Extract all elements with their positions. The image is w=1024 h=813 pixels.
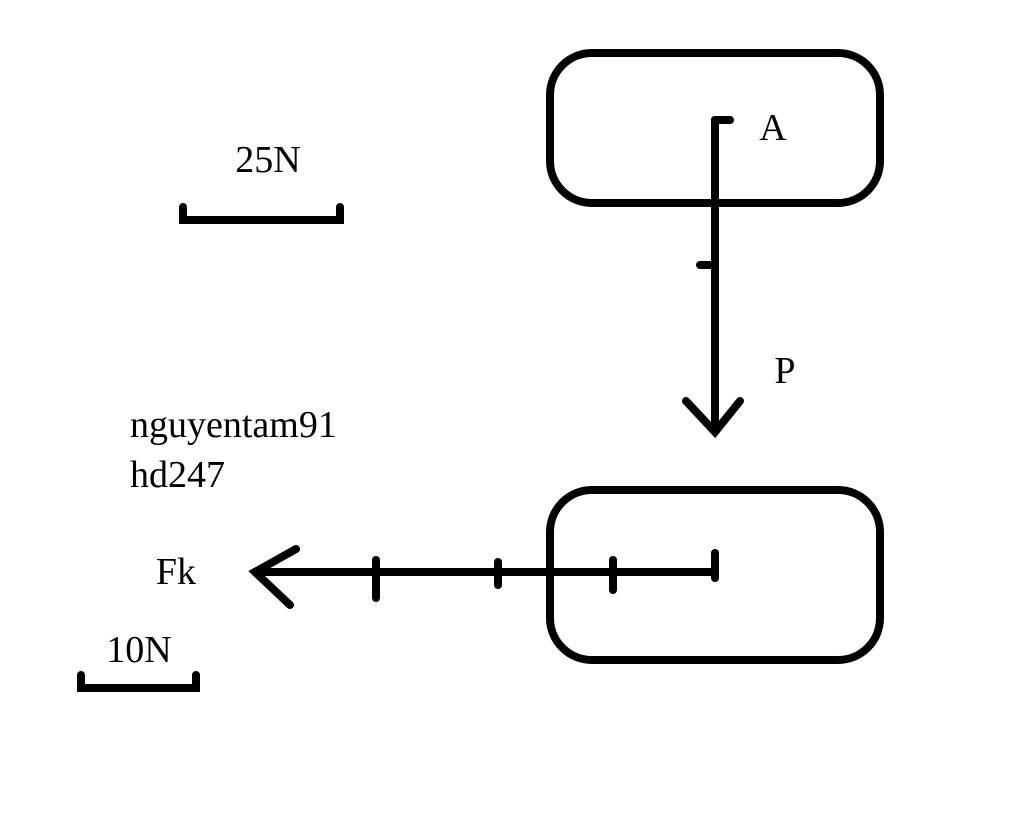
scale-label-10n: 10N xyxy=(106,629,171,671)
force-p-label: P xyxy=(774,350,795,392)
force-p-vector: P xyxy=(682,116,796,439)
scale-bar-10n-line xyxy=(77,671,200,692)
point-a-label: A xyxy=(759,107,787,149)
scale-bar-25n-line xyxy=(179,203,344,224)
scale-bar-25n: 25N xyxy=(179,139,344,224)
author-line-2: hd247 xyxy=(130,454,225,496)
force-p-arrowhead xyxy=(682,397,744,439)
force-fk-label: Fk xyxy=(156,551,196,593)
author-credit: nguyentam91 hd247 xyxy=(130,404,337,496)
force-fk-arrowhead xyxy=(248,545,300,609)
scale-bar-10n: 10N xyxy=(77,629,200,692)
scale-label-25n: 25N xyxy=(235,139,300,181)
author-line-1: nguyentam91 xyxy=(130,404,337,446)
force-fk-vector: Fk xyxy=(156,545,719,609)
